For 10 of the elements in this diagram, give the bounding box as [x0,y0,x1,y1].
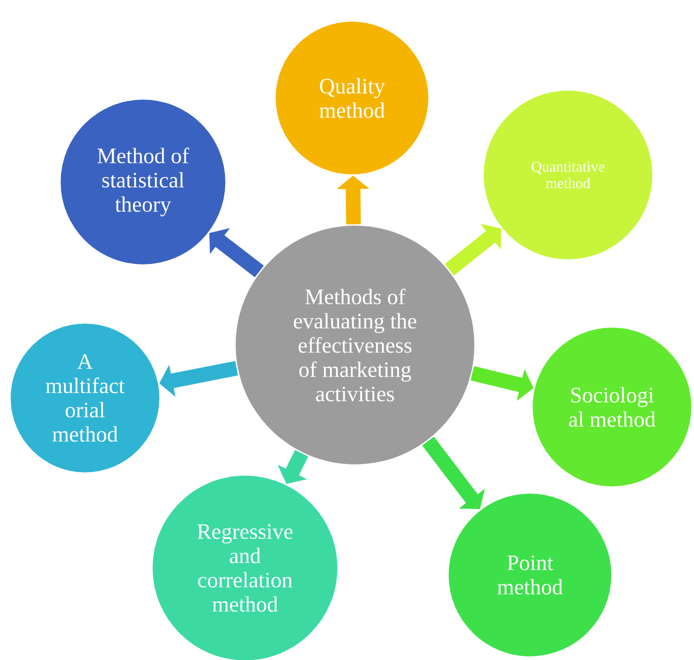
circle-node: Sociologi al method [531,326,693,488]
circle-node: Quality method [274,20,430,176]
circle-node: Method of statistical theory [59,98,227,266]
circle-node: Quantitative method [482,89,654,261]
circle-node: A multifact orial method [9,322,161,474]
circle-node: Point method [447,492,613,658]
arrow [422,436,485,510]
arrow [444,224,502,276]
circle-node: Methods of evaluating the effectiveness of marketing activities [234,224,476,466]
circle-node: Regressive and correlation method [151,474,339,660]
